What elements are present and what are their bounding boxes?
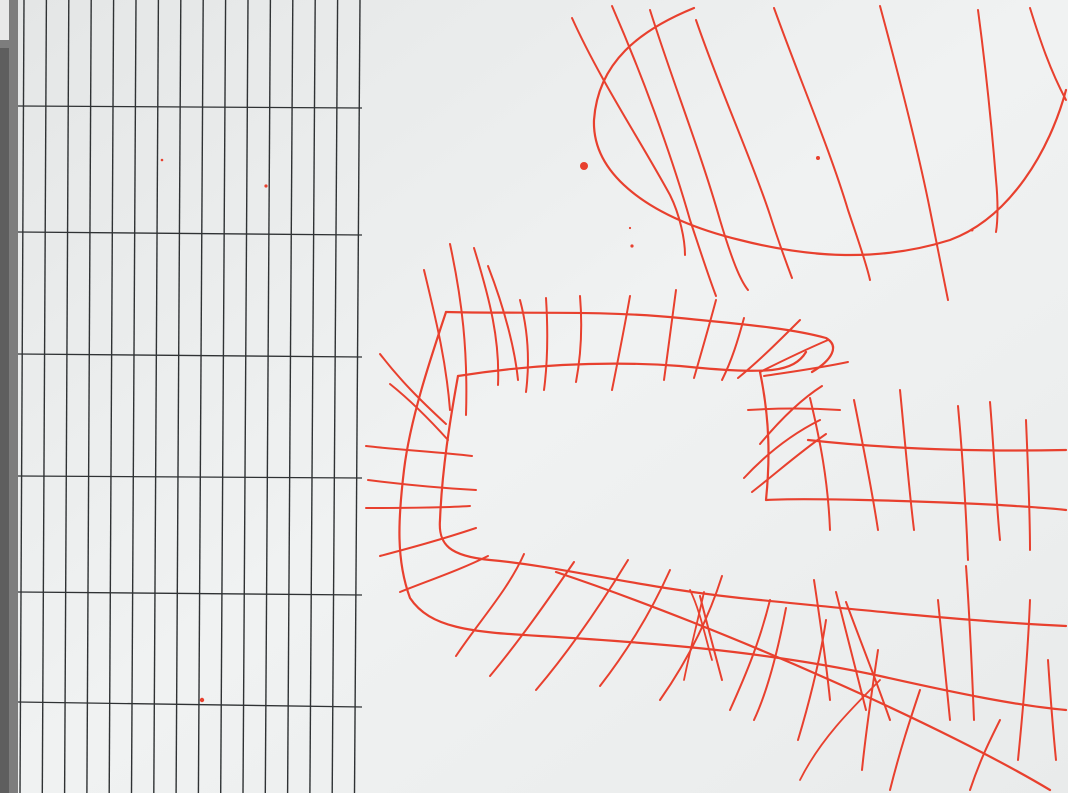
marker-speck: [200, 698, 204, 702]
marker-speck: [630, 244, 633, 247]
marker-speck: [161, 159, 164, 162]
board-frame: [0, 0, 18, 793]
marker-speck: [580, 162, 588, 170]
marker-speck: [629, 227, 631, 229]
marker-speck: [816, 156, 820, 160]
marker-speck: [264, 184, 267, 187]
marker-speck: [971, 229, 974, 232]
